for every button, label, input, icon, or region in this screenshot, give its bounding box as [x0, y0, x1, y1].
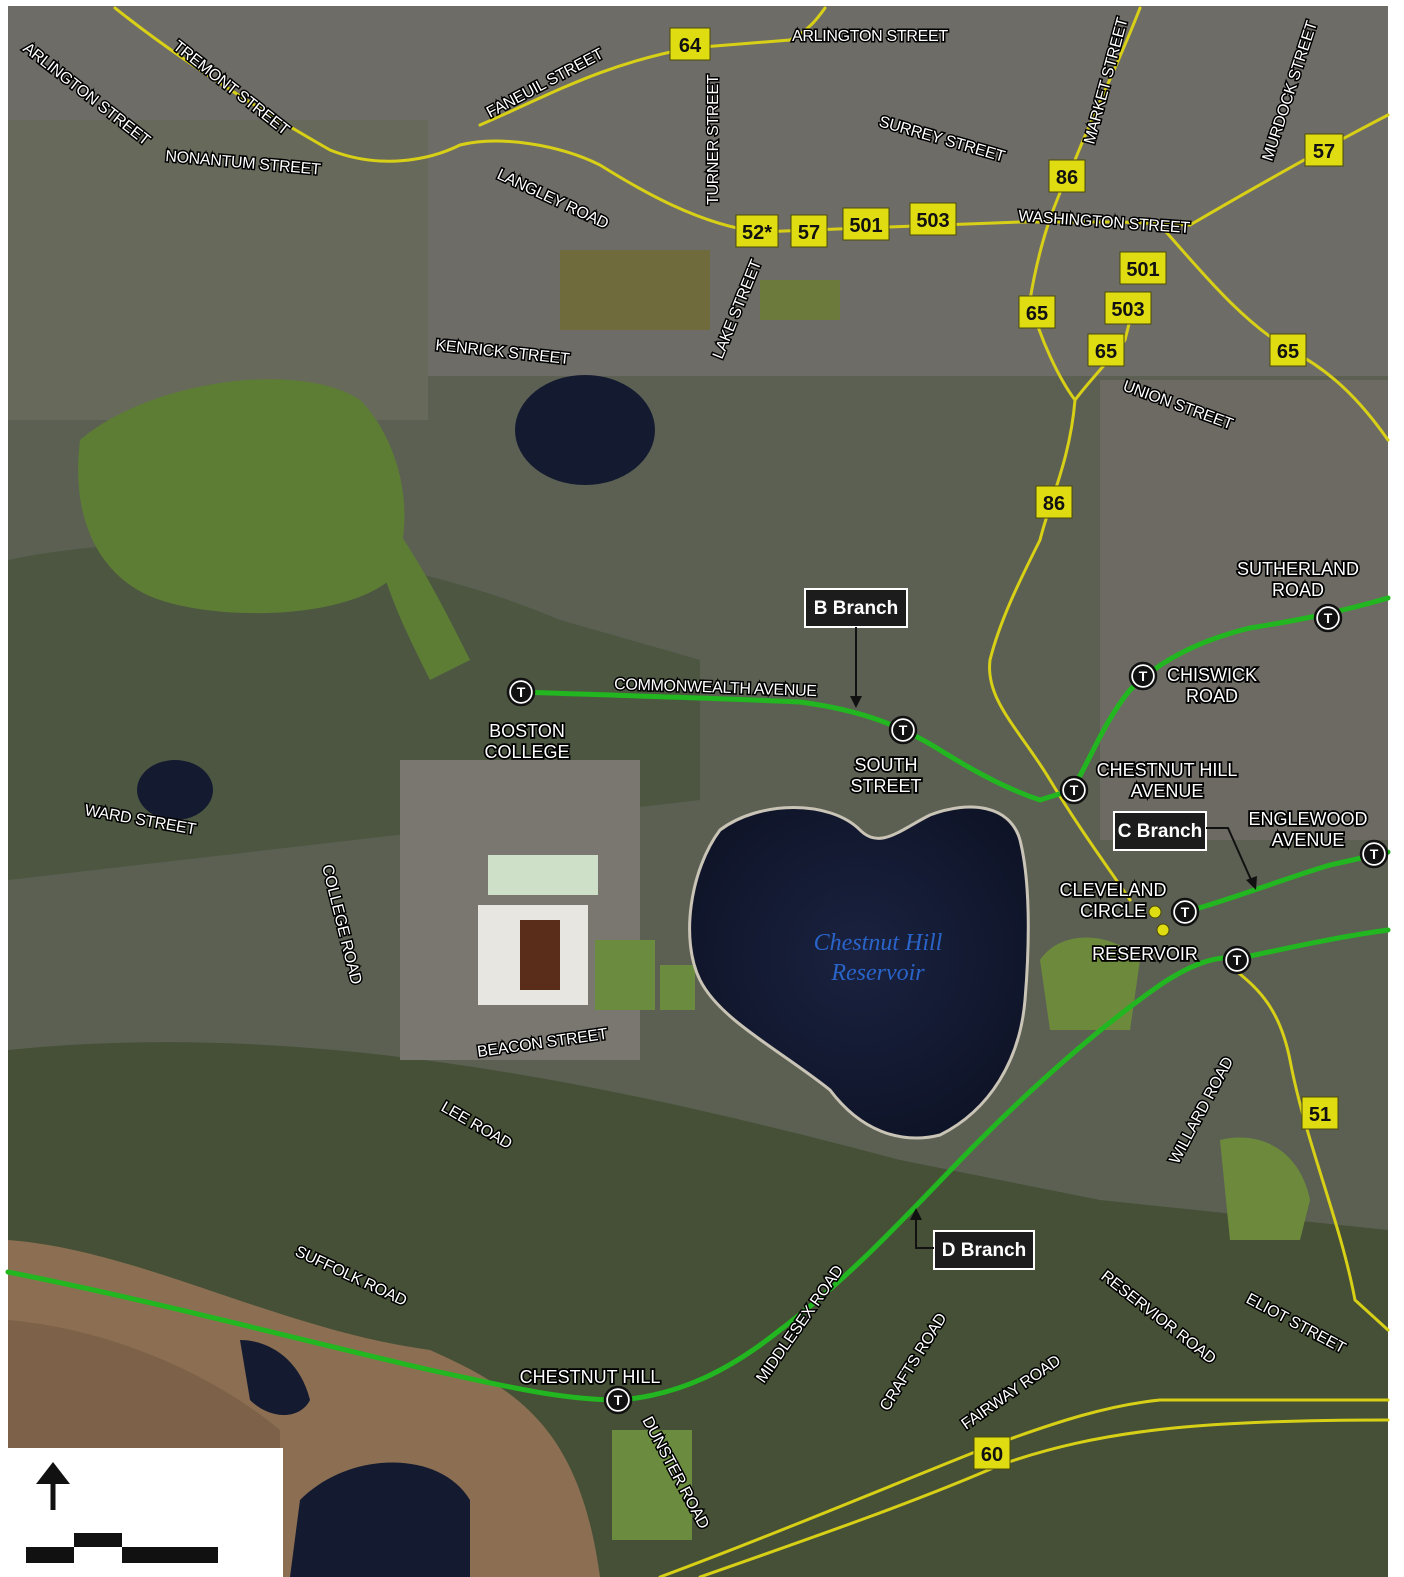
route-marker-60[interactable]: 60 [973, 1436, 1011, 1470]
stop-label-chestnut-hill: CHESTNUT HILL [520, 1367, 661, 1387]
stop-label-englewood-avenue-2: AVENUE [1272, 830, 1345, 850]
route-marker-503-west[interactable]: 503 [909, 202, 957, 236]
svg-text:501: 501 [849, 215, 882, 237]
transit-t-icon-boston-college[interactable]: T [506, 677, 536, 707]
transit-t-icon-reservoir[interactable]: T [1222, 945, 1252, 975]
route-marker-51[interactable]: 51 [1301, 1096, 1339, 1130]
north-arrow-icon [36, 1462, 70, 1510]
d-branch-track [5, 927, 1391, 1403]
c-branch-callout[interactable]: C Branch [1113, 811, 1257, 890]
stop-label-boston-college-1: BOSTON [489, 721, 565, 741]
route-marker-86-south[interactable]: 86 [1035, 485, 1073, 519]
svg-text:T: T [1233, 952, 1242, 968]
branch-callouts: B Branch C Branch D Branch [804, 588, 1257, 1270]
stop-label-reservoir: RESERVOIR [1092, 944, 1198, 964]
reservoir-label-line-1: Chestnut Hill [814, 930, 943, 956]
route-marker-64[interactable]: 64 [669, 27, 711, 61]
c-branch-track [1182, 849, 1391, 915]
svg-text:501: 501 [1126, 259, 1159, 281]
bus-route-65-line [1073, 298, 1137, 402]
bus-route-51-line [1233, 968, 1390, 1332]
transit-t-icon-chiswick-road[interactable]: T [1128, 661, 1158, 691]
stop-label-cleveland-circle-1: CLEVELAND [1059, 880, 1166, 900]
svg-text:60: 60 [981, 1444, 1003, 1466]
route-marker-52[interactable]: 52* [735, 214, 779, 248]
svg-text:T: T [1370, 846, 1379, 862]
svg-text:T: T [517, 684, 526, 700]
stop-label-chiswick-road-2: ROAD [1186, 686, 1238, 706]
transit-stops: T T T T T T T T T [506, 603, 1389, 1415]
stop-label-chestnut-hill-avenue-1: CHESTNUT HILL [1097, 760, 1238, 780]
route-marker-57-west[interactable]: 57 [790, 214, 828, 248]
route-marker-501-west[interactable]: 501 [842, 207, 890, 241]
stop-label-sutherland-road-2: ROAD [1272, 580, 1324, 600]
svg-text:65: 65 [1095, 341, 1117, 363]
route-marker-65-east[interactable]: 65 [1269, 333, 1307, 367]
bus-route-64-line [113, 6, 1192, 234]
svg-text:T: T [899, 722, 908, 738]
svg-text:C Branch: C Branch [1118, 821, 1202, 842]
stop-label-englewood-avenue-1: ENGLEWOOD [1248, 809, 1367, 829]
svg-text:503: 503 [1111, 299, 1144, 321]
bus-route-64-faneuil-line [478, 6, 827, 127]
svg-text:T: T [1070, 782, 1079, 798]
street-label-turner-street: TURNER STREET [705, 74, 722, 205]
route-marker-57-east[interactable]: 57 [1304, 133, 1344, 167]
green-line-tracks [5, 595, 1391, 1403]
stop-label-chestnut-hill-avenue-2: AVENUE [1131, 781, 1204, 801]
svg-text:D Branch: D Branch [942, 1240, 1026, 1261]
svg-text:503: 503 [916, 210, 949, 232]
route-marker-501-east[interactable]: 501 [1119, 251, 1167, 285]
stop-label-south-street-2: STREET [850, 776, 921, 796]
stop-label-chiswick-road-1: CHISWICK [1167, 665, 1257, 685]
chestnut-hill-reservoir [688, 805, 1030, 1140]
svg-text:65: 65 [1026, 303, 1048, 325]
svg-text:57: 57 [798, 222, 820, 244]
svg-text:51: 51 [1309, 1104, 1331, 1126]
svg-text:64: 64 [679, 35, 702, 57]
reservoir-label: Chestnut Hill Reservoir [814, 930, 943, 986]
b-branch-callout[interactable]: B Branch [804, 588, 908, 708]
street-label-arlington-street-east: ARLINGTON STREET [792, 28, 948, 45]
transit-t-icon-englewood-avenue[interactable]: T [1359, 839, 1389, 869]
bus-route-markers: 64 52* 57 501 503 86 57 501 503 65 65 65… [669, 27, 1344, 1470]
route-marker-65-west[interactable]: 65 [1018, 295, 1056, 329]
b-branch-track [518, 689, 1075, 803]
stop-label-boston-college-2: COLLEGE [484, 742, 569, 762]
bus-route-60-line [658, 1398, 1390, 1577]
d-branch-callout[interactable]: D Branch [910, 1208, 1035, 1270]
svg-text:T: T [1139, 668, 1148, 684]
reservoir-label-line-2: Reservoir [830, 960, 925, 986]
svg-text:T: T [614, 1392, 623, 1408]
stop-label-sutherland-road-1: SUTHERLAND [1237, 559, 1359, 579]
route-marker-503-east[interactable]: 503 [1104, 291, 1152, 325]
route-marker-86-north[interactable]: 86 [1048, 159, 1086, 193]
svg-text:B Branch: B Branch [814, 598, 898, 619]
route-marker-65-center[interactable]: 65 [1087, 333, 1125, 367]
transit-t-icon-cleveland-circle[interactable]: T [1170, 897, 1200, 927]
stop-label-cleveland-circle-2: CIRCLE [1080, 901, 1146, 921]
transit-t-icon-south-street[interactable]: T [888, 715, 918, 745]
stop-label-south-street-1: SOUTH [855, 755, 918, 775]
transit-t-icon-chestnut-hill-avenue[interactable]: T [1059, 775, 1089, 805]
svg-text:65: 65 [1277, 341, 1299, 363]
svg-text:T: T [1181, 904, 1190, 920]
svg-text:86: 86 [1056, 167, 1078, 189]
bus-route-57-line [1188, 113, 1390, 227]
transit-t-icon-chestnut-hill[interactable]: T [603, 1385, 633, 1415]
stop-labels: SUTHERLAND ROAD CHISWICK ROAD BOSTON COL… [483, 557, 1370, 1389]
svg-text:86: 86 [1043, 493, 1065, 515]
svg-text:57: 57 [1313, 141, 1335, 163]
bus-stop-dots [1148, 905, 1170, 937]
svg-text:52*: 52* [742, 222, 772, 244]
map-legend [0, 1448, 283, 1577]
scale-bar-icon [26, 1533, 218, 1563]
svg-text:T: T [1324, 610, 1333, 626]
transit-t-icon-sutherland-road[interactable]: T [1313, 603, 1343, 633]
